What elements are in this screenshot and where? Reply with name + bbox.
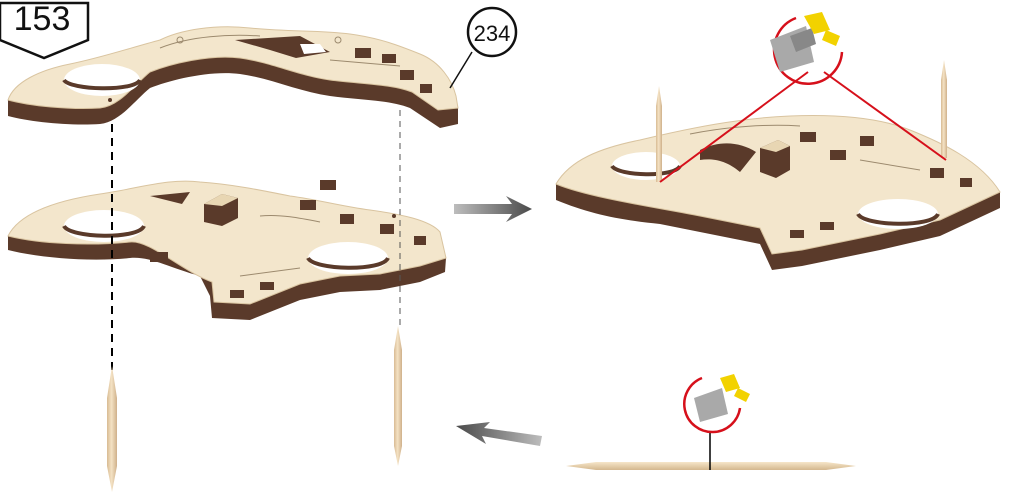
peg-right [394,326,402,466]
peg-standing-right [941,60,947,158]
utility-knife-icon [694,374,750,422]
step-number: 153 [14,0,71,38]
assembled-plate [556,116,1000,270]
peg-left [107,366,117,492]
utility-knife-icon [770,12,840,72]
base-plate-assembly [8,180,446,320]
cut-callout-bottom [684,374,750,470]
part-number-callout: 234 [450,8,516,88]
peg-standing-left [656,86,662,182]
arrow-right-icon [454,196,532,222]
peg-horizontal [566,462,856,470]
part-number: 234 [474,21,511,46]
step-number-badge: 153 [0,0,88,58]
arrow-left-icon [456,422,542,446]
